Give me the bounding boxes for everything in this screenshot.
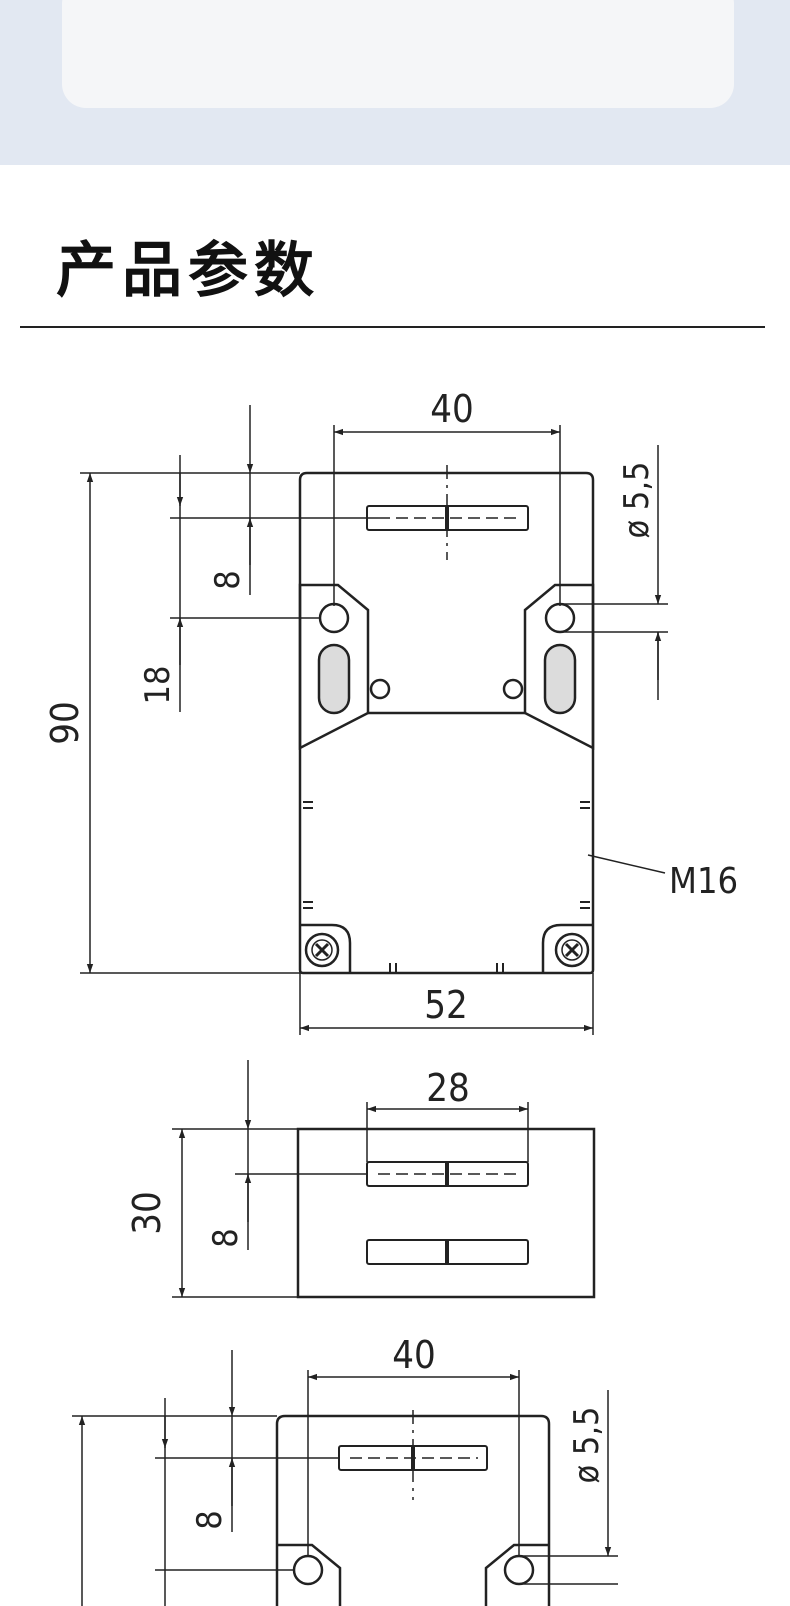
dim-width-top: 40 [430, 387, 474, 431]
left-slot [317, 643, 351, 715]
side-view [296, 1127, 596, 1299]
front-body-outline [298, 471, 595, 975]
top-banner [0, 0, 790, 165]
title-divider [20, 326, 765, 328]
dim-side-offset-8: 8 [206, 1228, 246, 1247]
dim-offset-8: 8 [208, 570, 248, 589]
side-dimension-labels: 28 30 8 [125, 1066, 470, 1248]
lower-dimensions [72, 1350, 618, 1606]
front-dimensions [80, 405, 668, 1035]
thread-label: M16 [669, 861, 738, 902]
lower-right-mount-hole [503, 1554, 535, 1586]
side-body-outline [296, 1127, 596, 1299]
lower-view [275, 1410, 551, 1606]
section-title: 产品参数 [56, 236, 320, 306]
lower-dimension-labels: 40 8 ø 5,5 [190, 1333, 607, 1530]
right-mount-hole [544, 602, 576, 634]
dim-height: 90 [43, 701, 87, 745]
side-dimensions [172, 1060, 529, 1298]
dim-side-height: 30 [125, 1191, 169, 1235]
left-mounting-ear [298, 583, 370, 751]
left-mount-hole [318, 602, 350, 634]
left-screw [304, 932, 340, 968]
dim-width-bottom: 52 [424, 983, 468, 1027]
lower-left-mount-hole [292, 1554, 324, 1586]
right-screw [554, 932, 590, 968]
technical-drawing: 40 90 18 8 ø 5,5 M16 52 28 30 8 [43, 387, 738, 1606]
top-card [62, 0, 734, 108]
dim-offset-18: 18 [138, 666, 178, 705]
dim-slot-width: 28 [426, 1066, 470, 1110]
dim-hole-diameter: ø 5,5 [617, 461, 657, 538]
front-view [298, 465, 595, 975]
front-dimension-labels: 40 90 18 8 ø 5,5 M16 52 [43, 387, 738, 1027]
right-slot [543, 643, 577, 715]
dim-lower-offset-8: 8 [190, 1510, 230, 1529]
dim-lower-width-top: 40 [392, 1333, 436, 1377]
right-mounting-ear [523, 583, 595, 751]
dim-lower-hole-diameter: ø 5,5 [567, 1406, 607, 1483]
